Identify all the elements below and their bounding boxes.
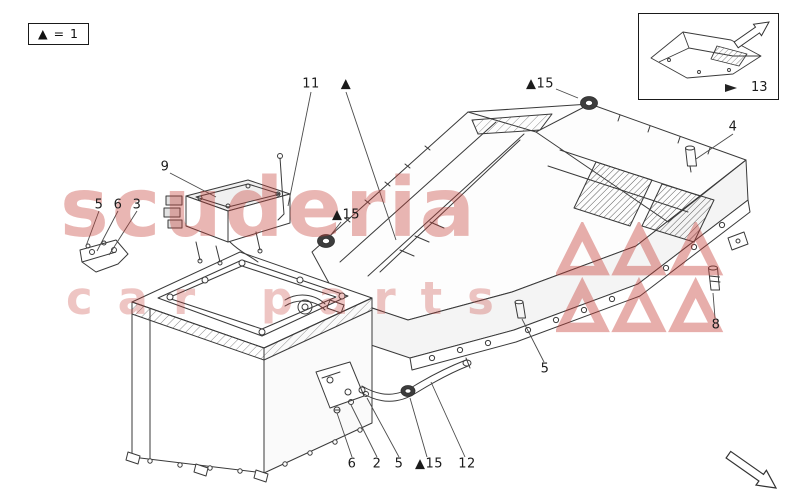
callout-5-bottom: 5	[394, 456, 404, 472]
bottom-bracket-and-hose	[315, 357, 472, 414]
callout-3: 3	[132, 197, 142, 213]
callout-5-left: 5	[94, 197, 104, 213]
callout-15-mid: ▲15	[331, 207, 361, 223]
callout-5-right: 5	[540, 361, 550, 377]
callout-9: 9	[160, 159, 170, 175]
callout-15-bottom: ▲15	[414, 456, 444, 472]
callout-2: 2	[372, 456, 382, 472]
legend-text: ▲ = 1	[38, 26, 79, 41]
legend-box: ▲ = 1	[28, 23, 89, 45]
callout-6-bottom: 6	[347, 456, 357, 472]
location-inset-drawing	[650, 21, 770, 92]
ecu-module	[163, 153, 291, 266]
leader-lines	[85, 88, 734, 458]
callout-11: 11	[302, 76, 320, 92]
battery-module	[125, 251, 373, 483]
callout-13: 13	[751, 80, 768, 95]
inset-pointer-arrow-icon	[725, 84, 737, 92]
callout-8: 8	[711, 317, 721, 333]
callout-15-top: ▲15	[525, 76, 555, 92]
left-bracket	[79, 239, 129, 273]
battery-housing	[311, 103, 751, 371]
location-inset: 13	[638, 13, 779, 100]
direction-arrow-icon	[725, 450, 778, 489]
callout-4: 4	[728, 119, 738, 135]
bolt-icons	[514, 145, 721, 319]
grommet-icons	[317, 96, 598, 397]
inset-direction-arrow-icon	[733, 21, 770, 49]
callout-6-left: 6	[113, 197, 123, 213]
callout-12: 12	[458, 456, 476, 472]
callout-triangle: ▲	[340, 76, 352, 92]
